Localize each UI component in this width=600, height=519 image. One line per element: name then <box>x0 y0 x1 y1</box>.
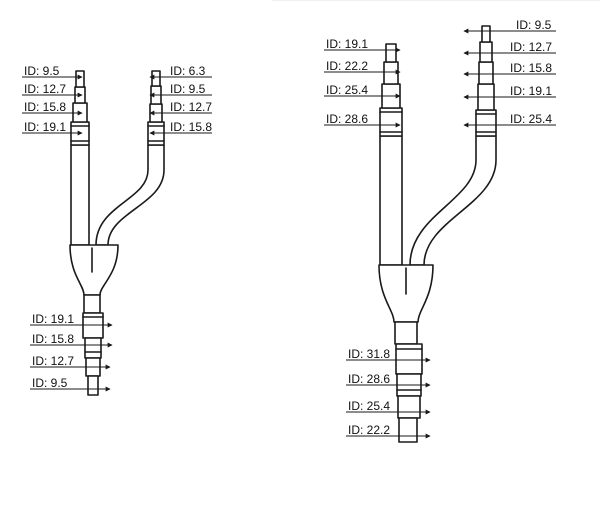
label-large-right-4: ID: 19.1 <box>510 84 553 98</box>
label-large-left-1: ID: 19.1 <box>326 37 369 51</box>
label-large-outlet-1: ID: 31.8 <box>348 347 391 361</box>
label-large-right-2: ID: 12.7 <box>510 40 553 54</box>
label-small-right-2: ID: 9.5 <box>170 82 206 96</box>
small-outlet-neck <box>83 294 101 314</box>
label-large-right-1: ID: 9.5 <box>516 18 552 32</box>
small-left-inlet-pipe <box>70 144 90 246</box>
large-outlet-neck <box>394 321 418 345</box>
large-outlet-step-3 <box>397 395 421 419</box>
label-small-left-1: ID: 9.5 <box>24 64 60 78</box>
label-large-outlet-4: ID: 22.2 <box>348 423 391 437</box>
label-small-outlet-3: ID: 12.7 <box>32 354 75 368</box>
label-small-left-3: ID: 15.8 <box>24 100 67 114</box>
label-small-left-2: ID: 12.7 <box>24 82 67 96</box>
small-y-body <box>69 244 119 296</box>
label-large-right-3: ID: 15.8 <box>510 61 553 75</box>
leader-lines <box>22 28 556 439</box>
label-large-left-4: ID: 28.6 <box>326 112 369 126</box>
large-right-step-1 <box>481 25 491 43</box>
large-right-inlet-pipe <box>409 135 497 266</box>
label-small-outlet-4: ID: 9.5 <box>32 376 68 390</box>
label-large-left-2: ID: 22.2 <box>326 59 369 73</box>
small-right-step-1 <box>151 70 161 87</box>
label-small-right-1: ID: 6.3 <box>170 64 206 78</box>
large-right-step-3 <box>478 61 494 85</box>
large-left-step-2 <box>383 61 399 85</box>
top-divider <box>272 0 600 1</box>
label-large-left-3: ID: 25.4 <box>326 83 369 97</box>
small-joint <box>69 70 165 396</box>
small-outlet-step-4 <box>87 375 99 396</box>
label-large-outlet-2: ID: 28.6 <box>348 372 391 386</box>
large-left-step-1 <box>385 43 397 63</box>
label-small-outlet-2: ID: 15.8 <box>32 332 75 346</box>
small-left-step-1 <box>75 70 85 88</box>
label-small-left-4: ID: 19.1 <box>24 120 67 134</box>
large-right-step-2 <box>479 41 493 63</box>
large-outlet-step-4 <box>398 417 418 443</box>
small-outlet-step-2 <box>84 337 102 359</box>
label-small-right-4: ID: 15.8 <box>170 120 213 134</box>
label-small-outlet-1: ID: 19.1 <box>32 312 75 326</box>
large-joint <box>378 25 497 443</box>
small-right-inlet-pipe <box>95 144 165 246</box>
label-large-right-5: ID: 25.4 <box>510 112 553 126</box>
label-large-outlet-3: ID: 25.4 <box>348 399 391 413</box>
large-left-inlet-pipe <box>379 135 403 266</box>
label-small-right-3: ID: 12.7 <box>170 100 213 114</box>
